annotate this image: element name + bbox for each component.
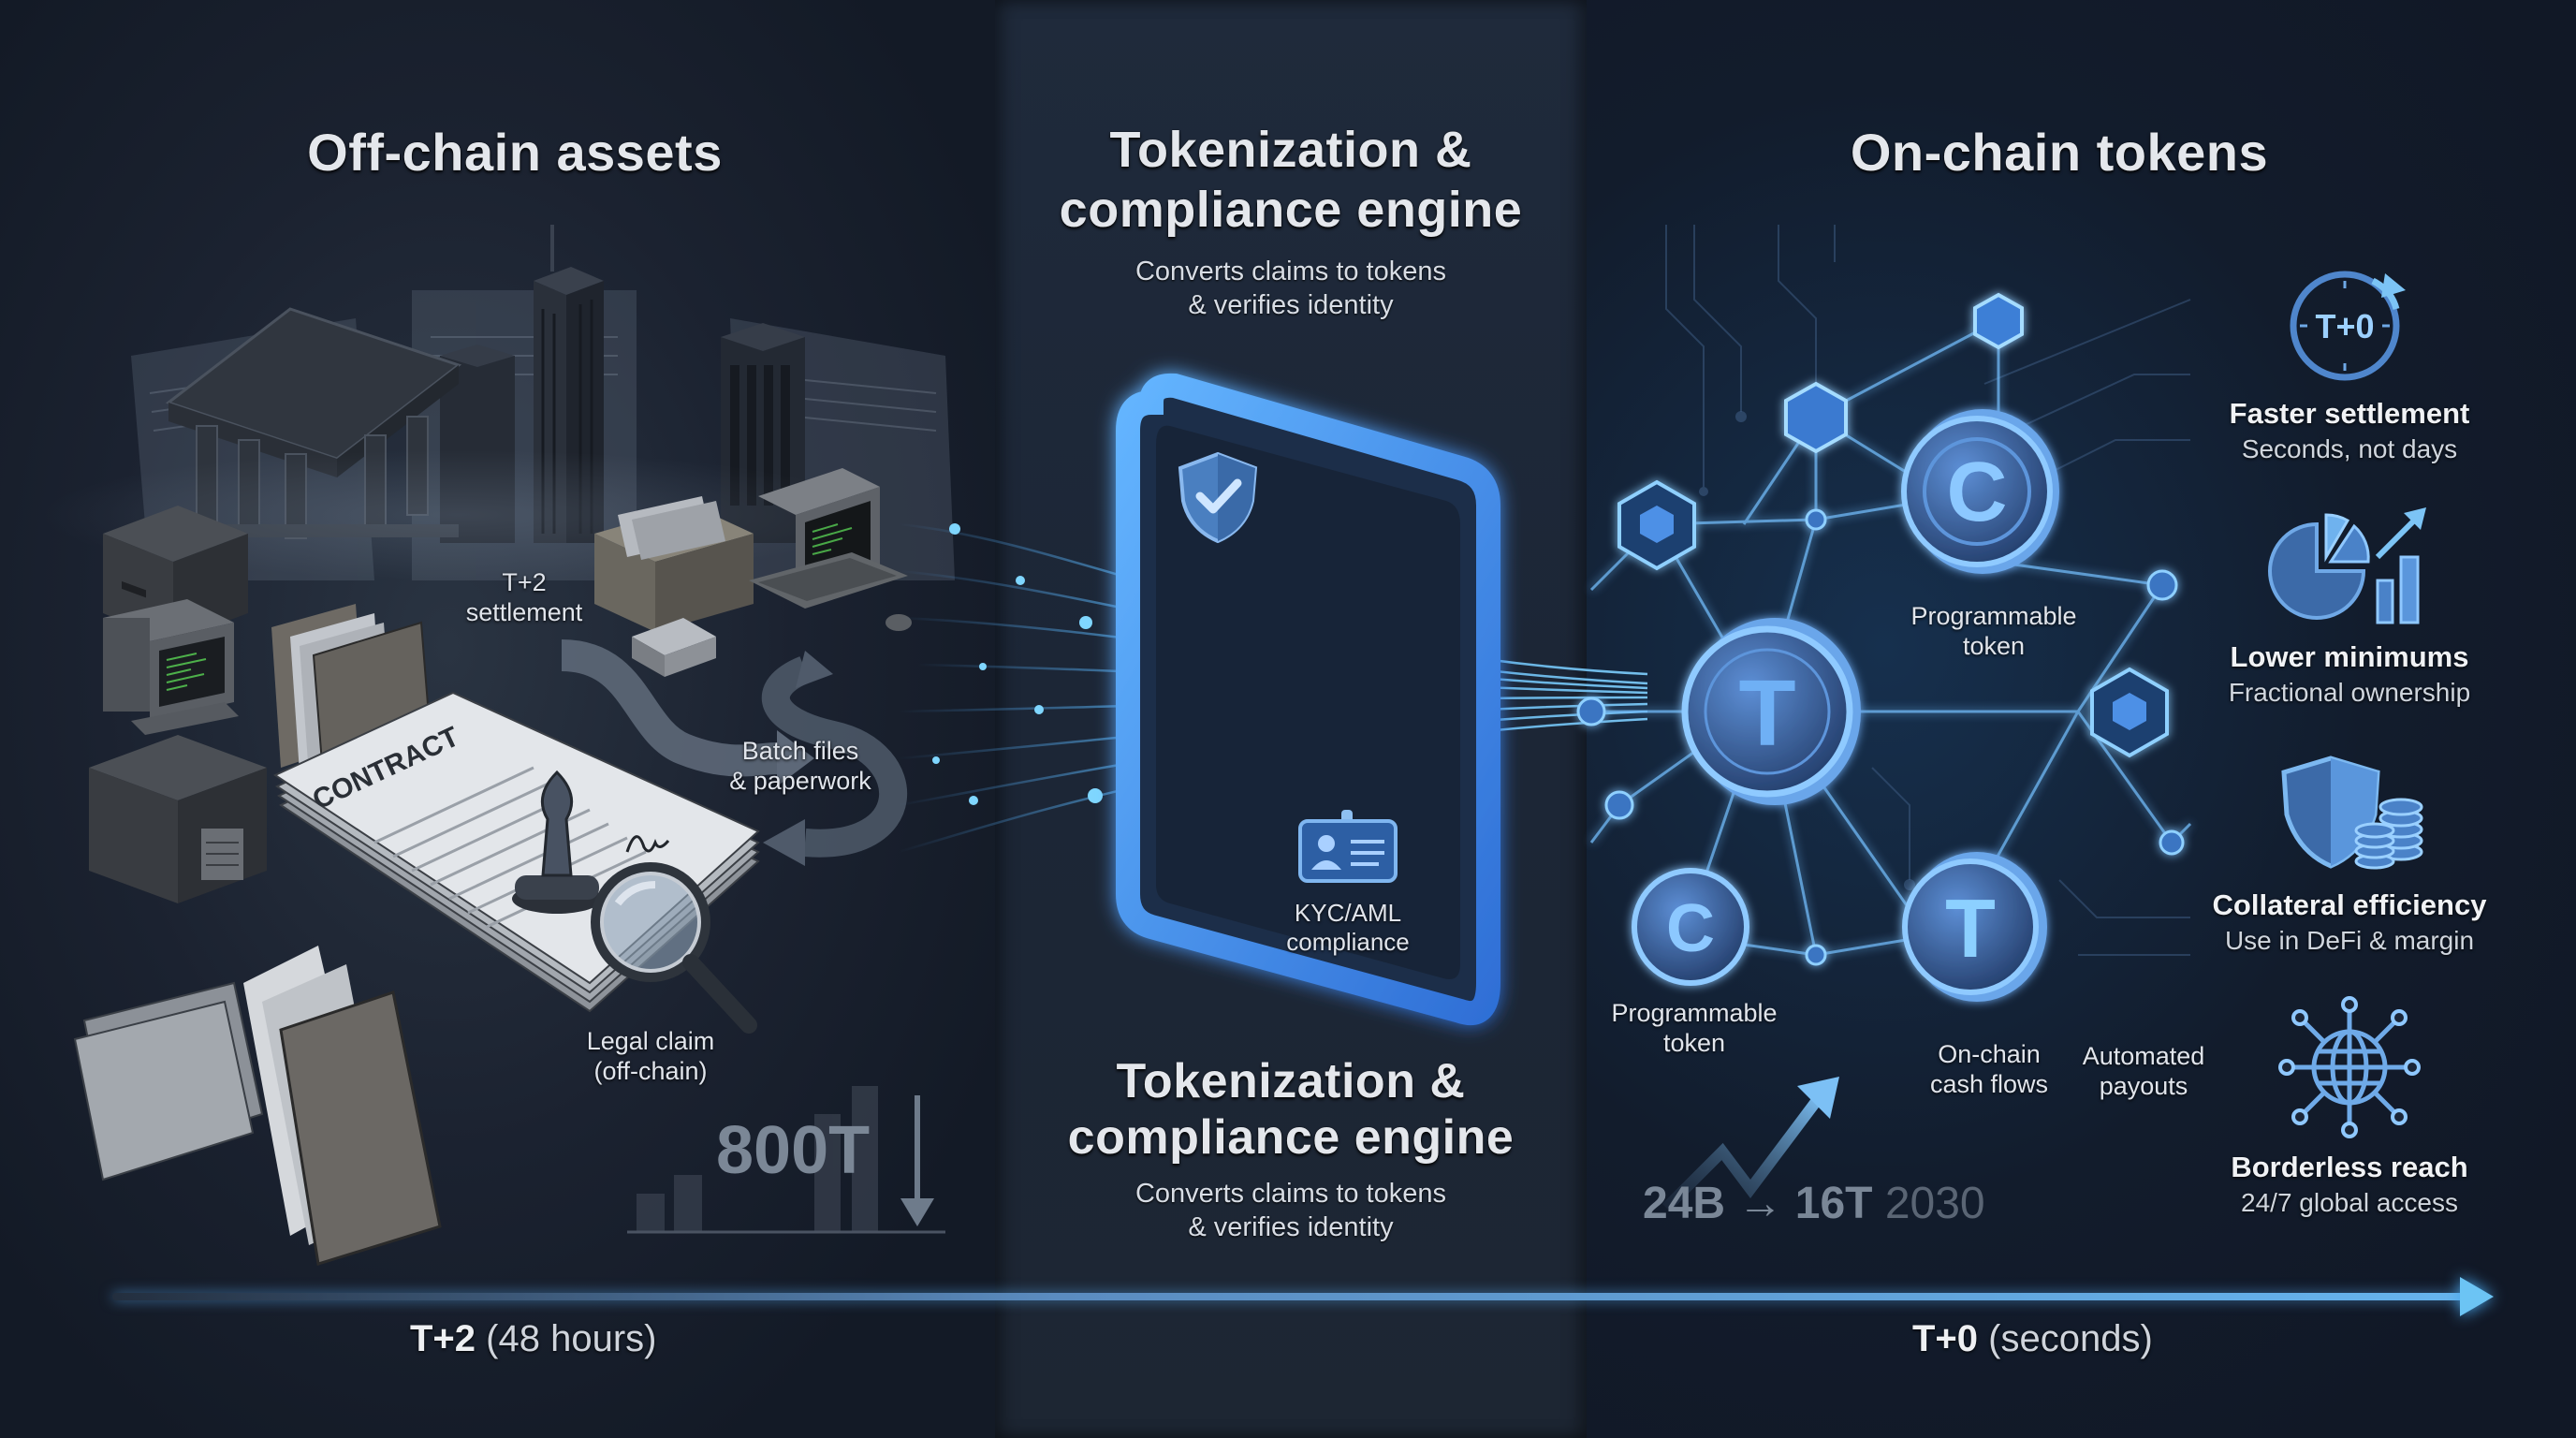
programmable-token-label-top: Programmable token <box>1910 602 2077 660</box>
settlement-timeline-arrow <box>112 1293 2471 1300</box>
svg-text:C: C <box>1666 891 1715 966</box>
timeline-arrowhead-icon <box>2460 1277 2494 1316</box>
programmable-token-label-bottom: Programmable token <box>1611 999 1778 1057</box>
id-badge-icon <box>1298 810 1398 883</box>
svg-text:T+0: T+0 <box>2315 307 2374 345</box>
legal-claim-label: Legal claim (off-chain) <box>586 1027 715 1085</box>
benefit-borderless-reach: Borderless reach 24/7 global access <box>2172 996 2527 1218</box>
skyscraper-icon <box>440 225 805 543</box>
coin-t-center <box>1681 618 1861 805</box>
benefit-faster-settlement: T+0 Faster settlement Seconds, not days <box>2172 262 2527 464</box>
paper-stack-icon <box>632 618 716 677</box>
t2-settlement-label: T+2 settlement <box>465 568 583 626</box>
batch-files-label: Batch files & paperwork <box>729 737 871 795</box>
blockchain-network: C T C T <box>1576 292 2192 1002</box>
pie-chart-growth-icon <box>2268 507 2426 624</box>
timeline-t0-label: T+0 (seconds) <box>1912 1318 2153 1359</box>
coin-glyph-c: C <box>1947 446 2008 539</box>
engine-title-top: Tokenization & compliance engine <box>1059 122 1523 238</box>
automated-payouts-label: Automated payouts <box>2082 1042 2205 1100</box>
benefit-collateral-efficiency: Collateral efficiency Use in DeFi & marg… <box>2172 754 2527 956</box>
cash-flows-label: On-chain cash flows <box>1929 1040 2049 1098</box>
file-box-icon <box>594 496 754 632</box>
network-globe-icon <box>2278 996 2421 1138</box>
engine-title-bottom: Tokenization & compliance engine <box>1067 1054 1515 1165</box>
rubber-stamp-icon <box>512 770 602 914</box>
engine-subtitle-bottom: Converts claims to tokens & verifies ide… <box>1134 1179 1446 1242</box>
market-growth-stat: 24B → 16T 2030 <box>1643 1179 1985 1228</box>
off-chain-market-stat: 800T <box>716 1113 871 1188</box>
computer-terminal-icon <box>749 468 912 631</box>
t-plus-zero-clock-icon: T+0 <box>2290 271 2406 381</box>
file-folder-icon <box>271 604 432 777</box>
svg-text:T: T <box>1945 882 1996 975</box>
bank-building-icon <box>165 307 462 539</box>
file-folder-icon <box>73 946 442 1266</box>
computer-terminal-icon <box>103 599 239 735</box>
shield-check-icon <box>1178 451 1258 544</box>
engine-subtitle-top: Converts claims to tokens & verifies ide… <box>1134 257 1446 320</box>
benefit-lower-minimums: Lower minimums Fractional ownership <box>2172 506 2527 708</box>
coin-glyph-t: T <box>1738 661 1795 766</box>
coin-t-bottom <box>1902 852 2047 1002</box>
kyc-aml-label: KYC/AML compliance <box>1286 899 1410 956</box>
archive-box-icon <box>89 735 267 903</box>
curved-arrow-icon <box>561 639 908 866</box>
shield-coins-icon <box>2281 756 2423 870</box>
coin-c-bottom <box>1632 868 1749 986</box>
on-chain-title: On-chain tokens <box>1850 123 2269 182</box>
bar-chart-down-icon <box>627 1086 945 1234</box>
coin-c-top <box>1901 409 2059 574</box>
timeline-t2-label: T+2 (48 hours) <box>410 1318 657 1359</box>
magnifying-glass-icon <box>591 862 757 1034</box>
off-chain-title: Off-chain assets <box>307 123 723 182</box>
growth-arrow-icon <box>1661 1077 1839 1212</box>
